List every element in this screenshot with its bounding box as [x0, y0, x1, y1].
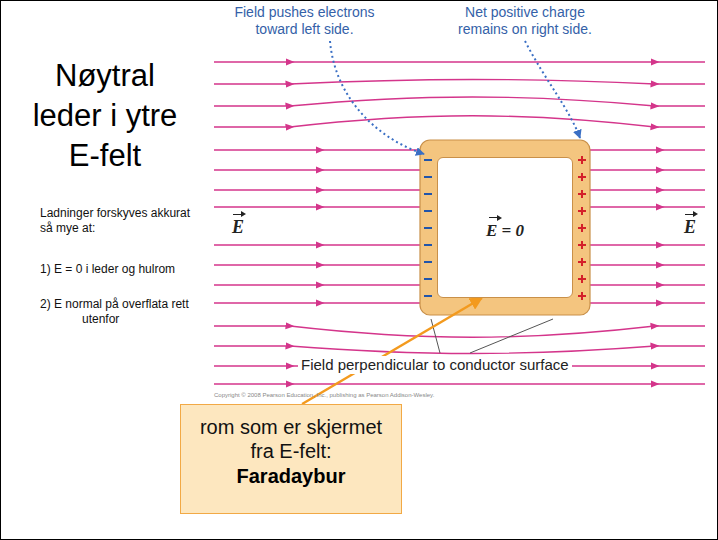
field-line — [214, 284, 420, 285]
cavity-region: E = 0 — [437, 157, 573, 298]
field-line — [590, 169, 705, 170]
field-line — [214, 149, 420, 150]
label-slot: Ladninger forskyves akkurat så mye at: — [40, 206, 202, 236]
field-lines — [214, 62, 705, 384]
field-line — [590, 264, 705, 265]
field-line — [214, 302, 420, 303]
field-line — [214, 264, 420, 265]
leader-line — [470, 319, 553, 353]
field-line — [214, 97, 705, 106]
field-symbol: E — [230, 211, 247, 237]
label-slot: 2) E normal på overflata rett utenfor — [40, 297, 220, 327]
field-line — [590, 206, 705, 207]
callout-box: rom som er skjermet fra E-felt:Faradaybu… — [180, 404, 402, 514]
label-slot: E — [682, 211, 699, 237]
point-text: 2) E normal på overflata rett utenfor — [40, 297, 220, 327]
field-line — [214, 61, 705, 62]
slide-title: Nøytral leder i ytre E-felt — [20, 56, 190, 176]
label-slot: Field perpendicular to conductor surface — [298, 356, 572, 374]
leader-line — [330, 41, 424, 154]
field-line — [214, 169, 420, 170]
field-line — [214, 80, 705, 85]
field-line — [590, 149, 705, 150]
copyright-note: Copyright © 2008 Pearson Education, Inc.… — [214, 392, 434, 399]
field-line — [214, 244, 420, 245]
node-text: rom som er skjermet fra E-felt: — [191, 415, 391, 463]
label-slot: Net positive charge remains on right sid… — [440, 4, 610, 38]
field-line — [214, 326, 705, 337]
pointer-arrow — [302, 298, 482, 404]
label-slot: Copyright © 2008 Pearson Education, Inc.… — [214, 392, 434, 399]
negative-charges — [424, 160, 432, 296]
leader-line — [525, 41, 580, 138]
field-symbol: E — [682, 211, 699, 237]
point-text: 1) E = 0 i leder og hulrom — [40, 262, 230, 277]
field-line — [590, 189, 705, 190]
node-heading: Faradaybur — [191, 463, 391, 489]
field-line — [214, 206, 420, 207]
field-line — [214, 116, 705, 127]
field-line — [590, 244, 705, 245]
label-slot: 1) E = 0 i leder og hulrom — [40, 262, 230, 277]
annotation-text: Field perpendicular to conductor surface — [298, 356, 572, 374]
conductor-shell — [420, 140, 590, 315]
field-line — [214, 189, 420, 190]
annotation-text: Field pushes electrons toward left side. — [222, 4, 387, 38]
annotation-text: Net positive charge remains on right sid… — [440, 4, 610, 38]
field-line — [590, 284, 705, 285]
node-text: E = 0 — [486, 215, 524, 241]
label-slot: Field pushes electrons toward left side. — [222, 4, 387, 38]
field-line — [214, 383, 705, 384]
title-slot: Nøytral leder i ytre E-felt — [20, 56, 190, 176]
connectors — [302, 298, 482, 404]
label-slot: E — [230, 211, 247, 237]
intro-text: Ladninger forskyves akkurat så mye at: — [40, 206, 202, 236]
field-line — [214, 346, 705, 354]
field-line — [590, 302, 705, 303]
positive-charges — [578, 156, 586, 300]
